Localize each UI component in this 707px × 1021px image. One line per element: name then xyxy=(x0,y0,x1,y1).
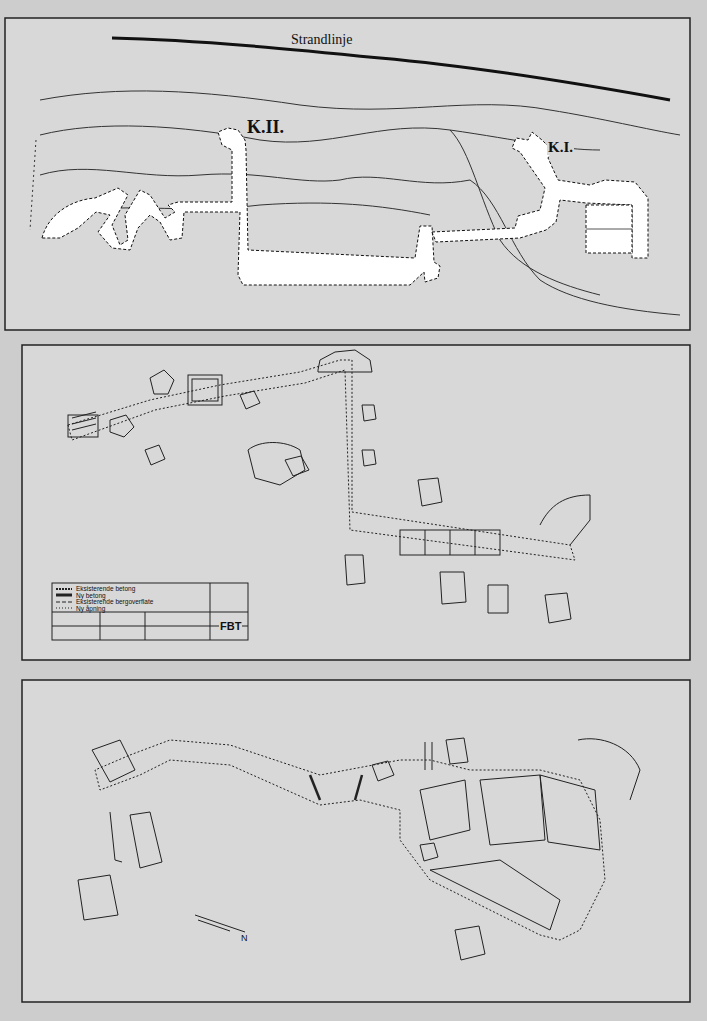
map-label: K.II. xyxy=(246,118,285,136)
legend-sample xyxy=(55,586,73,592)
legend-sample xyxy=(55,599,73,605)
legend-row: Ny betong xyxy=(55,592,106,599)
legend-row: Eksisterende bergoverflate xyxy=(55,598,153,605)
map-label: N xyxy=(240,934,249,943)
map-label: FBT xyxy=(219,621,242,632)
legend-row: Ny åpning xyxy=(55,605,105,612)
map-label: K.I. xyxy=(547,140,574,155)
legend-text: Ny betong xyxy=(76,592,106,599)
map-label: Strandlinje xyxy=(290,33,353,47)
legend-sample xyxy=(55,592,73,598)
legend-sample xyxy=(55,605,73,611)
legend-text: Eksisterende bergoverflate xyxy=(76,598,153,605)
legend-text: Ny åpning xyxy=(76,605,105,612)
legend-text: Eksisterende betong xyxy=(76,585,135,592)
legend-row: Eksisterende betong xyxy=(55,585,135,592)
